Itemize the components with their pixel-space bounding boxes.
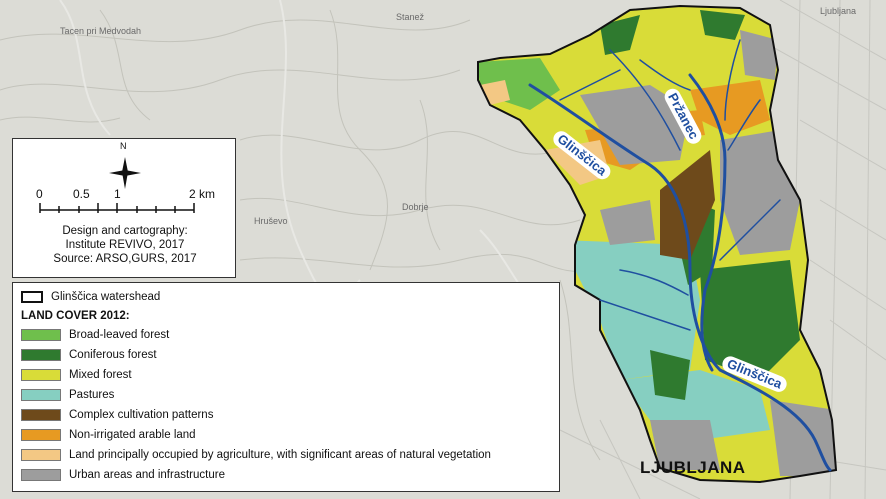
- rivers: [528, 39, 832, 472]
- legend-title: LAND COVER 2012:: [21, 310, 130, 322]
- credit-line-1: Design and cartography:: [62, 225, 188, 237]
- legend-swatch: [21, 369, 61, 381]
- urban-area-ne: [740, 30, 778, 80]
- legend-item: Urban areas and infrastructure: [21, 467, 225, 483]
- legend-label: Complex cultivation patterns: [69, 409, 214, 421]
- legend-swatch: [21, 349, 61, 361]
- scale-tick-0: 0: [36, 187, 43, 201]
- tributary-4: [599, 299, 691, 331]
- coniferous-forest-south: [650, 350, 690, 400]
- scale-panel: N 0 0.5 1 2 km Design and cartography: I…: [12, 138, 236, 278]
- legend-item: Coniferous forest: [21, 347, 157, 363]
- arable-land-east: [690, 80, 770, 135]
- tributary-2: [724, 39, 741, 121]
- tributary-7: [719, 199, 781, 261]
- legend-label-watershed: Glinščica watershead: [51, 291, 161, 303]
- place-label-stanez: Stanež: [396, 12, 425, 22]
- legend-panel: Glinščica watershead LAND COVER 2012: Br…: [12, 282, 560, 492]
- legend-item: Complex cultivation patterns: [21, 407, 213, 423]
- watershed-boundary: [477, 4, 838, 484]
- legend-swatch: [21, 389, 61, 401]
- urban-area-west: [600, 200, 655, 245]
- legend-item: Mixed forest: [21, 367, 132, 383]
- north-arrow-icon: [109, 157, 141, 189]
- urban-area-south: [650, 420, 720, 470]
- place-label-tacen: Tacen pri Medvodah: [60, 26, 142, 36]
- scale-tick-2km: 2 km: [189, 187, 216, 201]
- legend-swatch-watershed: [21, 291, 43, 303]
- tributary-3: [727, 99, 761, 151]
- place-label-ljubljana-small: Ljubljana: [820, 6, 857, 16]
- urban-area-north: [580, 85, 690, 165]
- scale-tick-05: 0.5: [73, 187, 90, 201]
- legend-label: Non-irrigated arable land: [69, 429, 196, 441]
- credit-line-3: Source: ARSO,GURS, 2017: [53, 253, 197, 265]
- contour-lines: [0, 9, 601, 461]
- credit-line-2: Institute REVIVO, 2017: [65, 239, 185, 251]
- legend-label: Pastures: [69, 389, 115, 401]
- place-label-hrusevo: Hruševo: [254, 216, 288, 226]
- legend-item: Pastures: [21, 387, 114, 403]
- scale-bar: [39, 203, 195, 213]
- legend-item: Broad-leaved forest: [21, 327, 169, 343]
- przanec-river: [688, 73, 727, 372]
- legend-label: Coniferous forest: [69, 349, 157, 361]
- glinscica-river: [528, 83, 832, 472]
- tributary-8: [639, 59, 691, 91]
- urban-area-se: [770, 400, 836, 476]
- legend-label: Broad-leaved forest: [69, 329, 170, 341]
- tributary-1: [609, 49, 681, 151]
- scale-tick-1: 1: [114, 187, 121, 201]
- legend-label: Land principally occupied by agriculture…: [69, 449, 491, 461]
- legend-item: Land principally occupied by agriculture…: [21, 447, 491, 463]
- coniferous-forest-east: [700, 260, 800, 380]
- north-label: N: [120, 141, 127, 151]
- complex-cultivation-area: [660, 150, 715, 260]
- legend-label: Urban areas and infrastructure: [69, 469, 225, 481]
- place-label-dobrje: Dobrje: [402, 202, 429, 212]
- coniferous-forest-ne: [700, 10, 745, 40]
- legend-swatch: [21, 429, 61, 441]
- legend-watershed: Glinščica watershead: [21, 289, 160, 305]
- legend-swatch: [21, 449, 61, 461]
- north-arrow-scalebar: [39, 157, 195, 213]
- legend-label: Mixed forest: [69, 369, 132, 381]
- legend-item: Non-irrigated arable land: [21, 427, 196, 443]
- legend-swatch: [21, 329, 61, 341]
- legend-swatch: [21, 469, 61, 481]
- legend-swatch: [21, 409, 61, 421]
- tributary-6: [559, 69, 621, 101]
- coniferous-forest-north: [600, 15, 640, 55]
- city-label: LJUBLJANA: [640, 458, 746, 477]
- tributary-5: [619, 269, 689, 296]
